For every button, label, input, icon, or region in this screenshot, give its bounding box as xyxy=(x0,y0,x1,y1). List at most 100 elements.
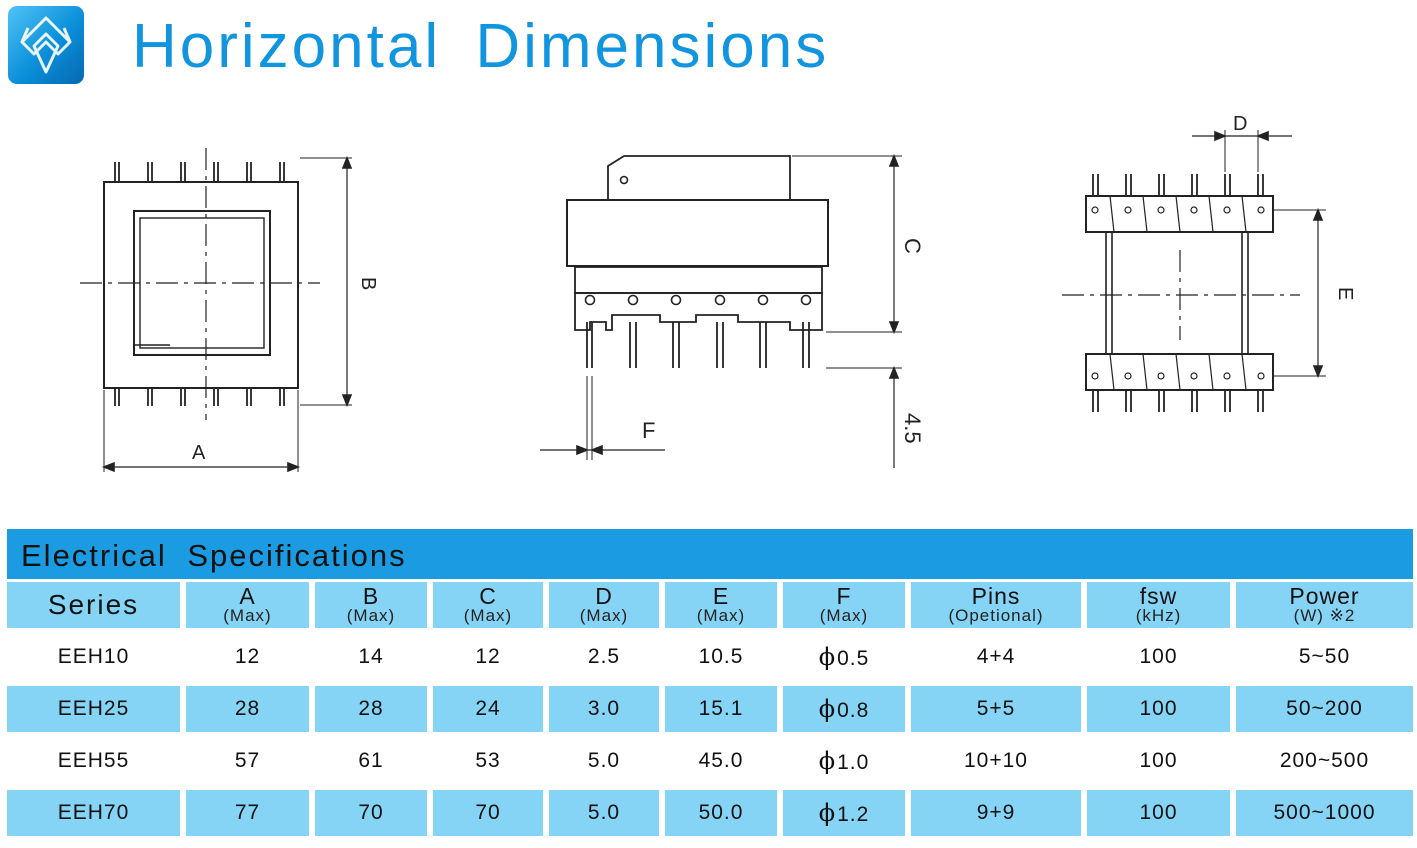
cell-value: 0.8 xyxy=(837,699,870,722)
table-cell: 50.0 xyxy=(665,790,777,836)
table-cell: ϕ0.5 xyxy=(783,634,905,680)
column-header-unit: (kHz) xyxy=(1135,606,1182,625)
cell-value: 45.0 xyxy=(698,749,744,772)
column-header: Pins(Opetional) xyxy=(911,582,1081,628)
table-cell: 4+4 xyxy=(911,634,1081,680)
table-cell: 10.5 xyxy=(665,634,777,680)
cell-value: 10.5 xyxy=(698,645,744,668)
table-cell: 24 xyxy=(433,686,543,732)
dim-label-a: A xyxy=(192,442,206,464)
cell-value: 50.0 xyxy=(698,801,744,824)
table-cell: 9+9 xyxy=(911,790,1081,836)
column-header-label: C xyxy=(479,583,497,609)
column-header-label: D xyxy=(595,583,613,609)
column-header-unit: (Opetional) xyxy=(948,606,1044,625)
column-header-label: Power xyxy=(1289,583,1360,609)
table-cell: ϕ0.8 xyxy=(783,686,905,732)
table-cell: EEH70 xyxy=(7,790,180,836)
column-header: C(Max) xyxy=(433,582,543,628)
column-header: B(Max) xyxy=(315,582,427,628)
dim-label-e: E xyxy=(1334,287,1356,300)
dimension-drawings: A B xyxy=(80,113,1356,473)
table-cell: 100 xyxy=(1087,790,1230,836)
table-cell: 28 xyxy=(186,686,309,732)
column-header-label: B xyxy=(362,583,380,609)
table-cell: 61 xyxy=(315,738,427,784)
cell-value: 77 xyxy=(234,801,261,824)
cell-value: 12 xyxy=(475,645,501,668)
column-header-label: E xyxy=(712,583,730,609)
table-cell: 12 xyxy=(186,634,309,680)
dim-label-pin-length: 4.5 xyxy=(900,413,925,444)
cell-value: 4+4 xyxy=(976,645,1016,668)
table-cell: 5.0 xyxy=(549,790,659,836)
column-header-label: Series xyxy=(47,589,140,620)
table-cell: 100 xyxy=(1087,634,1230,680)
table-cell: ϕ1.2 xyxy=(783,790,905,836)
diameter-symbol: ϕ xyxy=(818,643,837,671)
cell-value: EEH25 xyxy=(57,697,130,720)
column-header: A(Max) xyxy=(186,582,309,628)
table-cell: 3.0 xyxy=(549,686,659,732)
table-cell: 5.0 xyxy=(549,738,659,784)
cell-value: 53 xyxy=(475,749,501,772)
table-cell: 100 xyxy=(1087,686,1230,732)
diameter-symbol: ϕ xyxy=(818,799,837,827)
table-cell: 28 xyxy=(315,686,427,732)
cell-value: 28 xyxy=(234,697,261,720)
column-header: F(Max) xyxy=(783,582,905,628)
cell-value: 5~50 xyxy=(1298,645,1351,668)
top-view-drawing xyxy=(80,148,353,473)
table-cell: 100 xyxy=(1087,738,1230,784)
table-cell: 200~500 xyxy=(1236,738,1413,784)
table-cell: 2.5 xyxy=(549,634,659,680)
table-cell: 10+10 xyxy=(911,738,1081,784)
cell-value: 5+5 xyxy=(976,697,1016,720)
column-header: Series xyxy=(7,582,180,628)
table-cell: 14 xyxy=(315,634,427,680)
table-cell: 77 xyxy=(186,790,309,836)
column-header-unit: (Max) xyxy=(696,606,746,625)
side-view-drawing xyxy=(540,153,902,468)
cell-value: 0.5 xyxy=(837,647,870,670)
column-header-label: Pins xyxy=(971,583,1021,609)
table-cell: EEH25 xyxy=(7,686,180,732)
table-cell: 12 xyxy=(433,634,543,680)
dim-label-b: B xyxy=(357,277,379,290)
cell-value: 12 xyxy=(234,645,261,668)
cell-value: 28 xyxy=(358,697,384,720)
dim-label-f: F xyxy=(642,418,655,443)
column-header-unit: (Max) xyxy=(223,606,272,625)
cell-value: EEH55 xyxy=(57,749,130,772)
cell-value: 10+10 xyxy=(964,749,1028,772)
column-header-unit: (Max) xyxy=(579,606,629,625)
diameter-symbol: ϕ xyxy=(818,695,837,723)
cell-value: 500~1000 xyxy=(1273,801,1376,824)
column-header: D(Max) xyxy=(549,582,659,628)
cell-value: 1.0 xyxy=(837,751,870,774)
page-title: Horizontal Dimensions xyxy=(132,12,830,81)
column-header: E(Max) xyxy=(665,582,777,628)
column-header-unit: (W) ※2 xyxy=(1293,606,1356,625)
table-cell: 5~50 xyxy=(1236,634,1413,680)
dim-label-d: D xyxy=(1233,113,1247,135)
cell-value: 70 xyxy=(475,801,501,824)
cell-value: 100 xyxy=(1139,749,1178,772)
table-cell: 45.0 xyxy=(665,738,777,784)
cell-value: 14 xyxy=(358,645,384,668)
company-logo-icon xyxy=(8,6,84,84)
table-cell: 70 xyxy=(315,790,427,836)
spec-table-title: Electrical Specifications xyxy=(7,529,1413,579)
table-cell: ϕ1.0 xyxy=(783,738,905,784)
cell-value: 5.0 xyxy=(587,749,621,772)
cell-value: EEH70 xyxy=(57,801,130,824)
column-header: Power(W) ※2 xyxy=(1236,582,1413,628)
cell-value: 57 xyxy=(234,749,261,772)
cell-value: 70 xyxy=(358,801,384,824)
cell-value: 61 xyxy=(358,749,384,772)
